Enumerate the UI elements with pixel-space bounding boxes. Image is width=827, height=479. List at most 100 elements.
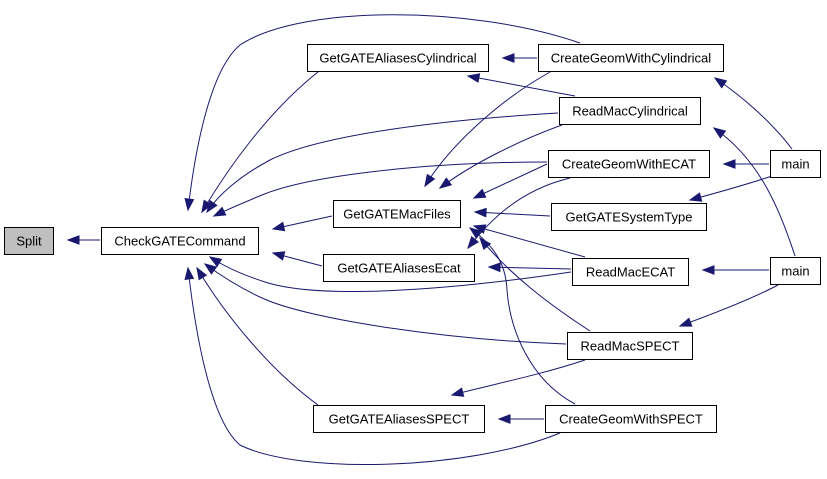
edge-systype-to-macfiles [473,207,551,218]
edge-geom_cyl-to-macfiles [424,71,551,188]
node-label: main [781,264,809,279]
node-label: GetGATEAliasesSPECT [329,412,470,427]
edge-main2-to-read_spect [678,284,779,327]
node-box [101,227,259,255]
arrow-head [472,188,487,199]
node-box [548,150,710,178]
node-aliases_ecat[interactable]: GetGATEAliasesEcat [323,254,475,282]
node-label: ReadMacECAT [586,265,675,280]
edge-line [473,163,548,199]
edge-main1-to-systype [688,175,773,202]
node-main2[interactable]: main [770,257,821,285]
arrow-head [201,199,213,214]
node-label: ReadMacCylindrical [572,104,688,119]
arrow-head [206,199,218,214]
arrow-head [713,77,728,89]
edge-aliases_spect-to-checkgate [196,266,319,406]
node-read_ecat[interactable]: ReadMacECAT [572,258,689,286]
edge-line [424,71,551,187]
edge-line [204,263,567,345]
node-read_spect[interactable]: ReadMacSPECT [567,332,693,360]
arrow-head [212,206,227,217]
edge-geom_ecat-to-macfiles [472,163,548,199]
arrow-head [184,198,195,212]
edge-line [206,112,559,213]
arrow-head [271,221,286,232]
arrow-head [678,317,693,327]
node-main1[interactable]: main [770,150,821,178]
node-label: GetGATEAliasesEcat [337,261,461,276]
node-split[interactable]: Split [4,227,54,255]
arrow-head [184,266,195,280]
edge-line [689,175,773,201]
node-box [572,258,689,286]
edge-main1-to-geom_ecat [722,159,769,169]
graph-nodes: Split CheckGATECommand GetGATEAliasesCylin… [4,44,821,433]
edge-read_spect-to-aliases_spect [450,359,586,397]
node-geom_ecat[interactable]: CreateGeomWithECAT [548,150,710,178]
node-box [313,405,485,433]
edge-line [474,211,551,217]
edge-line [488,266,572,270]
node-box [4,227,54,255]
edge-read_ecat-to-checkgate [208,256,572,292]
arrow-head [701,265,715,275]
arrow-head [501,53,515,63]
node-systype[interactable]: GetGATESystemType [551,203,707,231]
node-label: GetGATEAliasesCylindrical [319,51,476,66]
edge-read_cyl-to-macfiles [438,124,563,189]
edge-line [201,71,319,213]
edge-line [469,227,576,405]
edge-read_cyl-to-checkgate [206,112,559,214]
node-aliases_cyl[interactable]: GetGATEAliasesCylindrical [307,44,489,72]
edge-line [479,237,591,332]
edge-line [187,267,561,466]
arrow-head [271,251,286,261]
arrow-head [438,177,453,189]
node-label: CreateGeomWithSPECT [559,412,703,427]
node-label: ReadMacSPECT [581,339,680,354]
edge-geom_cyl-to-aliases_cyl [501,53,537,63]
arrow-head [473,207,487,218]
edge-line [439,124,563,189]
edge-line [713,127,796,257]
arrow-head [424,173,436,188]
node-label: CheckGATECommand [114,234,245,249]
edge-line [467,75,576,97]
node-box [538,44,724,72]
edge-aliases_ecat-to-checkgate [271,251,323,267]
edge-geom_ecat-to-aliases_ecat [467,177,571,250]
edge-line [467,177,571,249]
arrow-head [712,127,727,139]
edge-checkgate-to-split [66,235,100,245]
node-label: main [781,157,809,172]
arrow-head [722,159,736,169]
edge-line [473,225,586,258]
node-macfiles[interactable]: GetGATEMacFiles [333,200,461,228]
arrow-head [688,192,703,202]
edge-main1-to-geom_cyl [713,77,793,150]
node-box [307,44,489,72]
arrow-head [66,235,80,245]
arrow-head [203,263,218,275]
edge-line [196,267,319,406]
node-box [551,203,707,231]
node-checkgate[interactable]: CheckGATECommand [101,227,259,255]
edge-geom_cyl-to-checkgate [184,14,581,212]
edge-line [209,256,572,292]
node-geom_spect[interactable]: CreateGeomWithSPECT [545,405,717,433]
arrow-head [497,414,511,424]
edge-line [451,359,586,396]
edge-geom_spect-to-checkgate [184,266,561,466]
node-geom_cyl[interactable]: CreateGeomWithCylindrical [538,44,724,72]
edge-line [679,284,779,327]
node-read_cyl[interactable]: ReadMacCylindrical [559,97,701,125]
arrow-head [479,236,492,250]
arrow-head [466,73,481,83]
node-label: GetGATESystemType [566,210,693,225]
graph-edges [66,14,796,466]
node-box [323,254,475,282]
node-aliases_spect[interactable]: GetGATEAliasesSPECT [313,405,485,433]
edge-geom_ecat-to-checkgate [212,161,548,217]
